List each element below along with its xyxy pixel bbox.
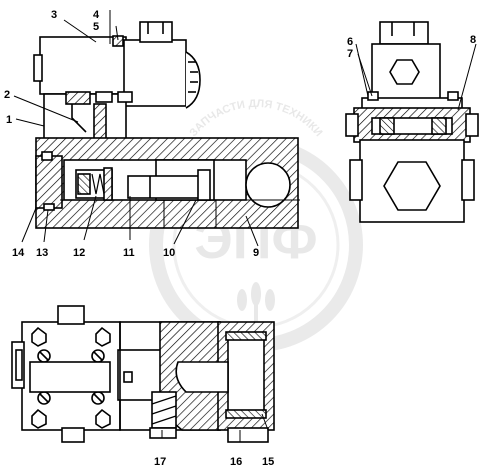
spool: [127, 175, 209, 199]
callout-15: 15: [262, 456, 274, 468]
plan-bore: [227, 335, 265, 415]
coil-cover: [29, 361, 111, 393]
callout-7: 7: [347, 48, 353, 60]
callout-1: 1: [6, 114, 12, 126]
callout-6: 6: [347, 36, 353, 48]
watermark-arc-text: ЗАПЧАСТИ ДЛЯ ТЕХНИКИ: [187, 98, 324, 139]
callout-17: 17: [154, 456, 166, 468]
callout-10: 10: [163, 247, 175, 259]
callout-8: 8: [470, 34, 476, 46]
callout-9: 9: [253, 247, 259, 259]
callout-4: 4: [93, 9, 100, 21]
callout-14: 14: [12, 247, 25, 259]
callout-12: 12: [73, 247, 85, 259]
callout-2: 2: [4, 89, 10, 101]
solenoid-head: [123, 39, 187, 107]
callout-11: 11: [123, 247, 135, 259]
callout-labels: 1 2 3 4 5 6 7 8 9 10 11 12 13 14 15 16 1…: [4, 9, 476, 468]
callout-16: 16: [230, 456, 242, 468]
hex-bolt-icon: [383, 161, 441, 211]
callout-5: 5: [93, 21, 99, 33]
side-view: [345, 21, 479, 223]
leader-lines: [13, 10, 477, 442]
callout-3: 3: [51, 9, 57, 21]
plan-view: [11, 305, 275, 443]
wheat-icon: [237, 282, 275, 335]
hex-nut-icon: [389, 59, 420, 85]
section-view: [33, 21, 300, 229]
port-circle: [245, 162, 291, 208]
callout-13: 13: [36, 247, 48, 259]
